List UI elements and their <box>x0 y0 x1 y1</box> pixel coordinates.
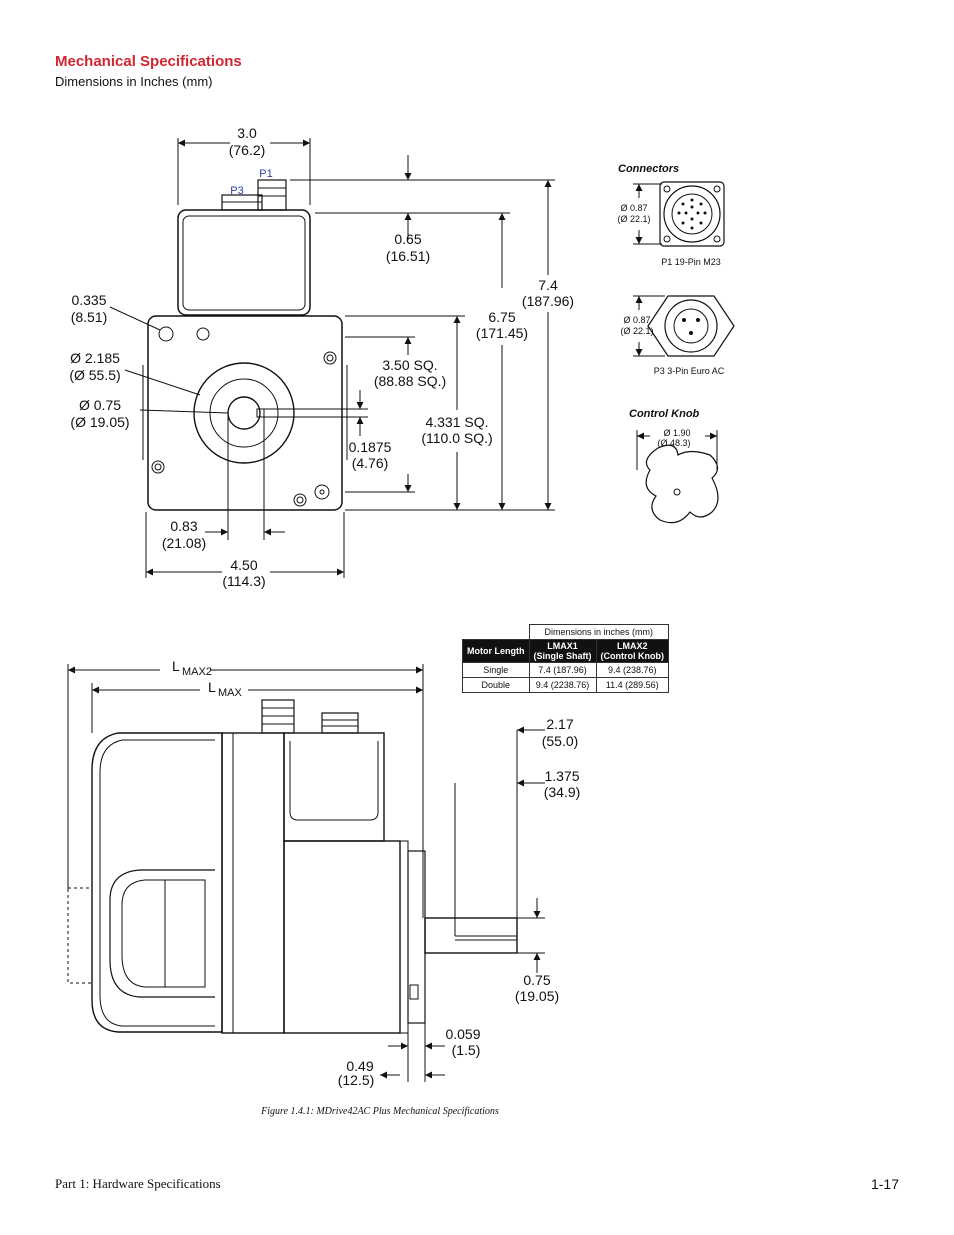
knob-heading: Control Knob <box>629 408 700 420</box>
dim-flange-t-mm: (1.5) <box>452 1042 481 1058</box>
header-motor-length: Motor Length <box>462 639 530 663</box>
dim-pilot-mm: (Ø 55.5) <box>69 367 120 383</box>
header-lmax1-label: LMAX1 <box>547 641 578 651</box>
footer-section: Part 1: Hardware Specifications <box>55 1176 221 1191</box>
header-lmax2: LMAX2 (Control Knob) <box>595 639 669 663</box>
table-row: Single 7.4 (187.96) 9.4 (238.76) <box>462 662 669 678</box>
dim-bolt-sq-mm: (88.88 SQ.) <box>374 373 446 389</box>
header-lmax2-sub: (Control Knob) <box>600 651 664 661</box>
row-label: Single <box>462 662 530 678</box>
table-caption: Dimensions in inches (mm) <box>528 624 669 640</box>
dim-h1-mm: (55.0) <box>542 733 579 749</box>
p3-label: P3 <box>230 185 243 197</box>
dim-width-mm: (76.2) <box>229 142 266 158</box>
dim-h2: 1.375 <box>544 768 579 784</box>
p1-dia-mm: (Ø 22.1) <box>617 214 650 224</box>
dim-flange-t: 0.059 <box>445 1026 480 1042</box>
header-lmax1-sub: (Single Shaft) <box>533 651 592 661</box>
figure-caption: Figure 1.4.1: MDrive42AC Plus Mechanical… <box>261 1106 499 1117</box>
dim-width: 3.0 <box>237 125 257 141</box>
dim-shaft-dia: 0.75 <box>523 972 550 988</box>
page-number: 1-17 <box>870 1176 899 1192</box>
dim-flat: 0.1875 <box>349 439 392 455</box>
dim-h2-mm: (34.9) <box>544 784 581 800</box>
p3-dia: Ø 0.87 <box>623 315 650 325</box>
dim-total-height-mm: (187.96) <box>522 293 574 309</box>
p3-connector-label: P3 3-Pin Euro AC <box>654 366 725 376</box>
p1-connector-label: P1 19-Pin M23 <box>661 257 721 267</box>
row-lmax1: 7.4 (187.96) <box>528 662 597 678</box>
lmax2-label: L <box>172 658 180 674</box>
row-lmax1: 9.4 (2238.76) <box>528 677 597 693</box>
dim-boss: 0.49 <box>346 1058 373 1074</box>
top-view <box>109 138 555 578</box>
dim-hole-mm: (8.51) <box>71 309 108 325</box>
dim-offset: 0.83 <box>170 518 197 534</box>
dim-boss-mm: (12.5) <box>338 1072 375 1088</box>
page-subtitle: Dimensions in Inches (mm) <box>55 74 213 89</box>
row-label: Double <box>462 677 530 693</box>
lmax-label: L <box>208 679 216 695</box>
table-row: Double 9.4 (2238.76) 11.4 (289.56) <box>462 677 669 693</box>
connector-housing <box>177 209 311 316</box>
page-title: Mechanical Specifications <box>55 53 242 70</box>
dim-shaft-mm: (Ø 19.05) <box>70 414 129 430</box>
dim-bolt-sq: 3.50 SQ. <box>382 357 437 373</box>
knob-dia-mm: (Ø 48.3) <box>657 438 690 448</box>
dim-total-height: 7.4 <box>538 277 558 293</box>
motor-flange <box>147 315 343 511</box>
dim-flange-sq-mm: (110.0 SQ.) <box>421 430 492 446</box>
dim-h1: 2.17 <box>546 716 573 732</box>
dim-hole: 0.335 <box>71 292 106 308</box>
dimensions-table: Dimensions in inches (mm) Motor Length L… <box>462 624 669 693</box>
dim-body-height-mm: (171.45) <box>476 325 528 341</box>
lmax-sub: MAX <box>218 687 243 699</box>
row-lmax2: 9.4 (238.76) <box>595 662 669 678</box>
dim-conn-height-mm: (16.51) <box>386 248 430 264</box>
p1-label: P1 <box>259 168 272 180</box>
p1-dia: Ø 0.87 <box>620 203 647 213</box>
dim-flange-sq: 4.331 SQ. <box>425 414 488 430</box>
dim-pilot: Ø 2.185 <box>70 350 120 366</box>
lmax2-sub: MAX2 <box>182 666 212 678</box>
table-header-row: Motor Length LMAX1 (Single Shaft) LMAX2 … <box>462 639 669 663</box>
dim-shaft-dia-mm: (19.05) <box>515 988 559 1004</box>
connectors-heading: Connectors <box>618 163 679 175</box>
row-lmax2: 11.4 (289.56) <box>595 677 669 693</box>
header-lmax2-label: LMAX2 <box>616 641 648 651</box>
header-lmax1: LMAX1 (Single Shaft) <box>528 639 597 663</box>
p3-dia-mm: (Ø 22.1) <box>620 326 653 336</box>
table-corner <box>463 625 530 640</box>
control-knob <box>645 444 719 524</box>
dim-base: 4.50 <box>230 557 257 573</box>
dim-body-height: 6.75 <box>488 309 515 325</box>
dim-flat-mm: (4.76) <box>352 455 389 471</box>
connectors-panel <box>633 181 735 524</box>
dim-offset-mm: (21.08) <box>162 535 206 551</box>
dim-shaft: Ø 0.75 <box>79 397 121 413</box>
dim-conn-height: 0.65 <box>394 231 421 247</box>
dim-base-mm: (114.3) <box>222 573 265 589</box>
side-view <box>67 664 545 1082</box>
knob-dia: Ø 1.90 <box>663 428 690 438</box>
